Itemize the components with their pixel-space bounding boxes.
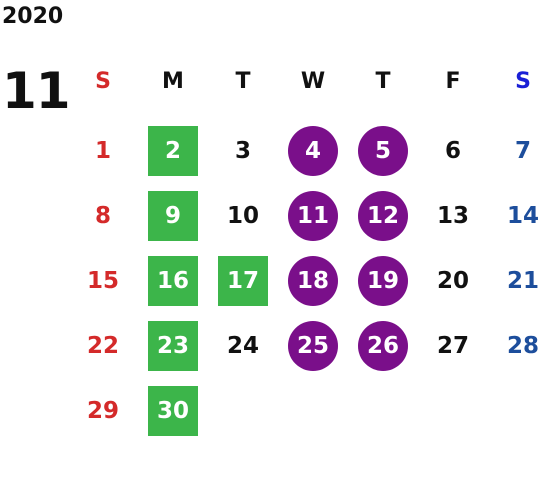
day-17[interactable]: 17 [218, 256, 268, 306]
day-16[interactable]: 16 [148, 256, 198, 306]
day-21[interactable]: 21 [506, 268, 539, 294]
day-13[interactable]: 13 [436, 203, 469, 229]
day-11[interactable]: 11 [288, 191, 338, 241]
day-6[interactable]: 6 [444, 138, 461, 164]
day-24[interactable]: 24 [226, 333, 259, 359]
day-18[interactable]: 18 [288, 256, 338, 306]
day-25[interactable]: 25 [288, 321, 338, 371]
day-7[interactable]: 7 [514, 138, 531, 164]
day-15[interactable]: 15 [86, 268, 119, 294]
weekday-sat: S [515, 68, 531, 94]
day-14[interactable]: 14 [506, 203, 539, 229]
month-label: 11 [2, 62, 71, 120]
weekday-tue: T [235, 68, 251, 94]
weekday-thu: T [375, 68, 391, 94]
day-27[interactable]: 27 [436, 333, 469, 359]
day-5[interactable]: 5 [358, 126, 408, 176]
day-3[interactable]: 3 [234, 138, 251, 164]
weekday-fri: F [445, 68, 461, 94]
day-20[interactable]: 20 [436, 268, 469, 294]
day-29[interactable]: 29 [86, 398, 119, 424]
day-2[interactable]: 2 [148, 126, 198, 176]
day-9[interactable]: 9 [148, 191, 198, 241]
day-26[interactable]: 26 [358, 321, 408, 371]
day-23[interactable]: 23 [148, 321, 198, 371]
day-8[interactable]: 8 [94, 203, 111, 229]
day-22[interactable]: 22 [86, 333, 119, 359]
weekday-sun: S [95, 68, 111, 94]
day-4[interactable]: 4 [288, 126, 338, 176]
day-30[interactable]: 30 [148, 386, 198, 436]
day-28[interactable]: 28 [506, 333, 539, 359]
year-label: 2020 [2, 4, 64, 29]
day-19[interactable]: 19 [358, 256, 408, 306]
weekday-wed: W [300, 68, 326, 94]
day-10[interactable]: 10 [226, 203, 259, 229]
weekday-mon: M [162, 68, 184, 94]
day-12[interactable]: 12 [358, 191, 408, 241]
day-1[interactable]: 1 [94, 138, 111, 164]
